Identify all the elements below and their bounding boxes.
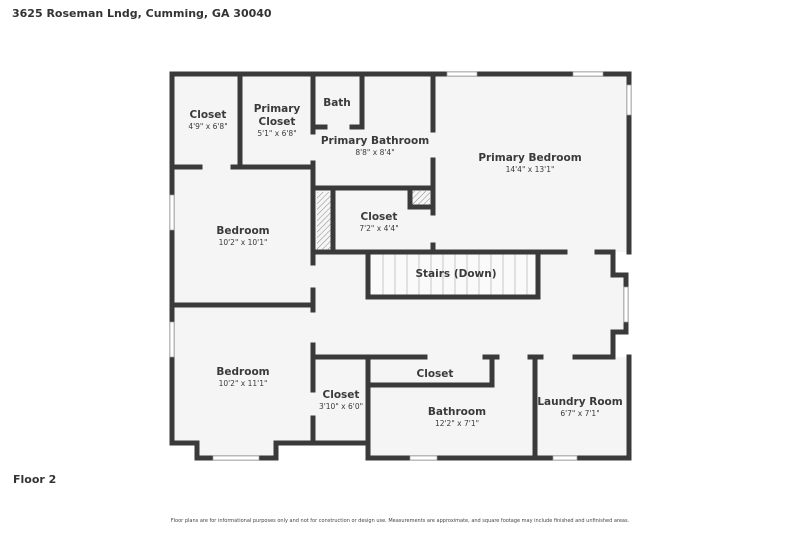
room-dims: 10'2" x 11'1": [219, 379, 268, 388]
room-dims: 12'2" x 7'1": [435, 419, 479, 428]
room-name: Bedroom: [216, 366, 269, 378]
room-dims: 3'10" x 6'0": [319, 402, 363, 411]
room-dims: 5'1" x 6'8": [257, 129, 296, 138]
room-name: Primary Bathroom: [321, 135, 429, 147]
room-name: Closet: [190, 109, 227, 121]
room-dims: 8'8" x 8'4": [355, 148, 394, 157]
room-name: Closet: [259, 116, 296, 128]
room-dims: 14'4" x 13'1": [506, 165, 555, 174]
stairs: [370, 254, 538, 297]
room-name: Laundry Room: [537, 396, 622, 408]
room-name: Primary Bedroom: [478, 152, 581, 164]
room-labels: Closet 4'9" x 6'8" Primary Closet 5'1" x…: [188, 97, 622, 428]
windows: [169, 71, 632, 461]
chase-hatch: [317, 192, 331, 250]
room-name: Stairs (Down): [415, 268, 496, 280]
room-name: Closet: [361, 211, 398, 223]
disclaimer: Floor plans are for informational purpos…: [170, 518, 630, 524]
room-name: Primary: [254, 103, 301, 115]
property-address: 3625 Roseman Lndg, Cumming, GA 30040: [12, 7, 272, 20]
room-dims: 6'7" x 7'1": [560, 409, 599, 418]
room-name: Bathroom: [428, 406, 486, 418]
room-name: Bedroom: [216, 225, 269, 237]
chase-hatch: [410, 191, 430, 207]
room-name: Bath: [323, 97, 351, 109]
room-dims: 10'2" x 10'1": [219, 238, 268, 247]
walls: [169, 71, 632, 461]
room-dims: 7'2" x 4'4": [359, 224, 398, 233]
floor-label: Floor 2: [13, 473, 57, 486]
room-name: Closet: [417, 368, 454, 380]
room-dims: 4'9" x 6'8": [188, 122, 227, 131]
room-name: Closet: [323, 389, 360, 401]
